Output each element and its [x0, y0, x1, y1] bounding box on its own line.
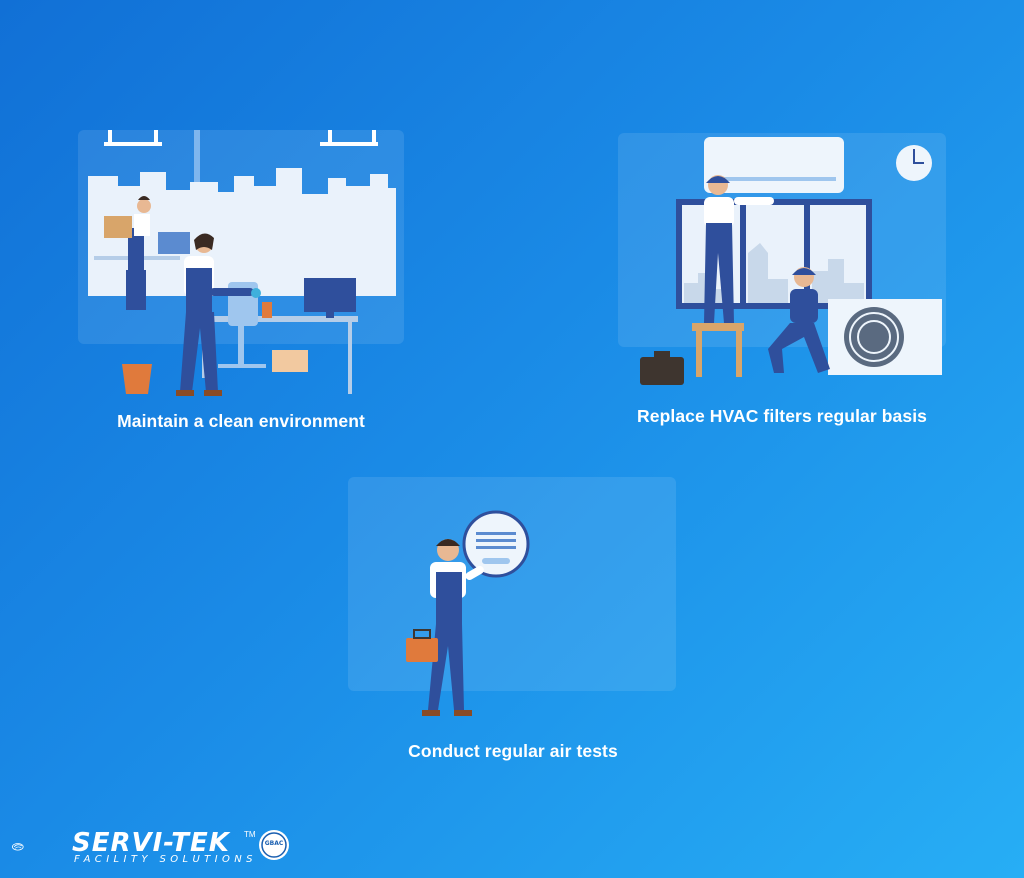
air-test-illustration	[406, 510, 530, 716]
caption-clean: Maintain a clean environment	[117, 411, 365, 431]
gbac-badge-label: GBAC	[264, 840, 284, 847]
servi-tek-swirl-icon	[12, 843, 24, 851]
brand-name: SERVI-TEK	[72, 828, 230, 858]
caption-air-test: Conduct regular air tests	[408, 741, 618, 761]
caption-hvac: Replace HVAC filters regular basis	[637, 406, 927, 426]
brand-tagline: FACILITY SOLUTIONS	[74, 854, 257, 865]
card-background-air-test	[348, 477, 676, 691]
hvac-repair-illustration	[640, 137, 942, 385]
trademark: TM	[244, 830, 256, 839]
cleaning-illustration	[88, 130, 396, 396]
gbac-badge-icon	[259, 830, 289, 860]
